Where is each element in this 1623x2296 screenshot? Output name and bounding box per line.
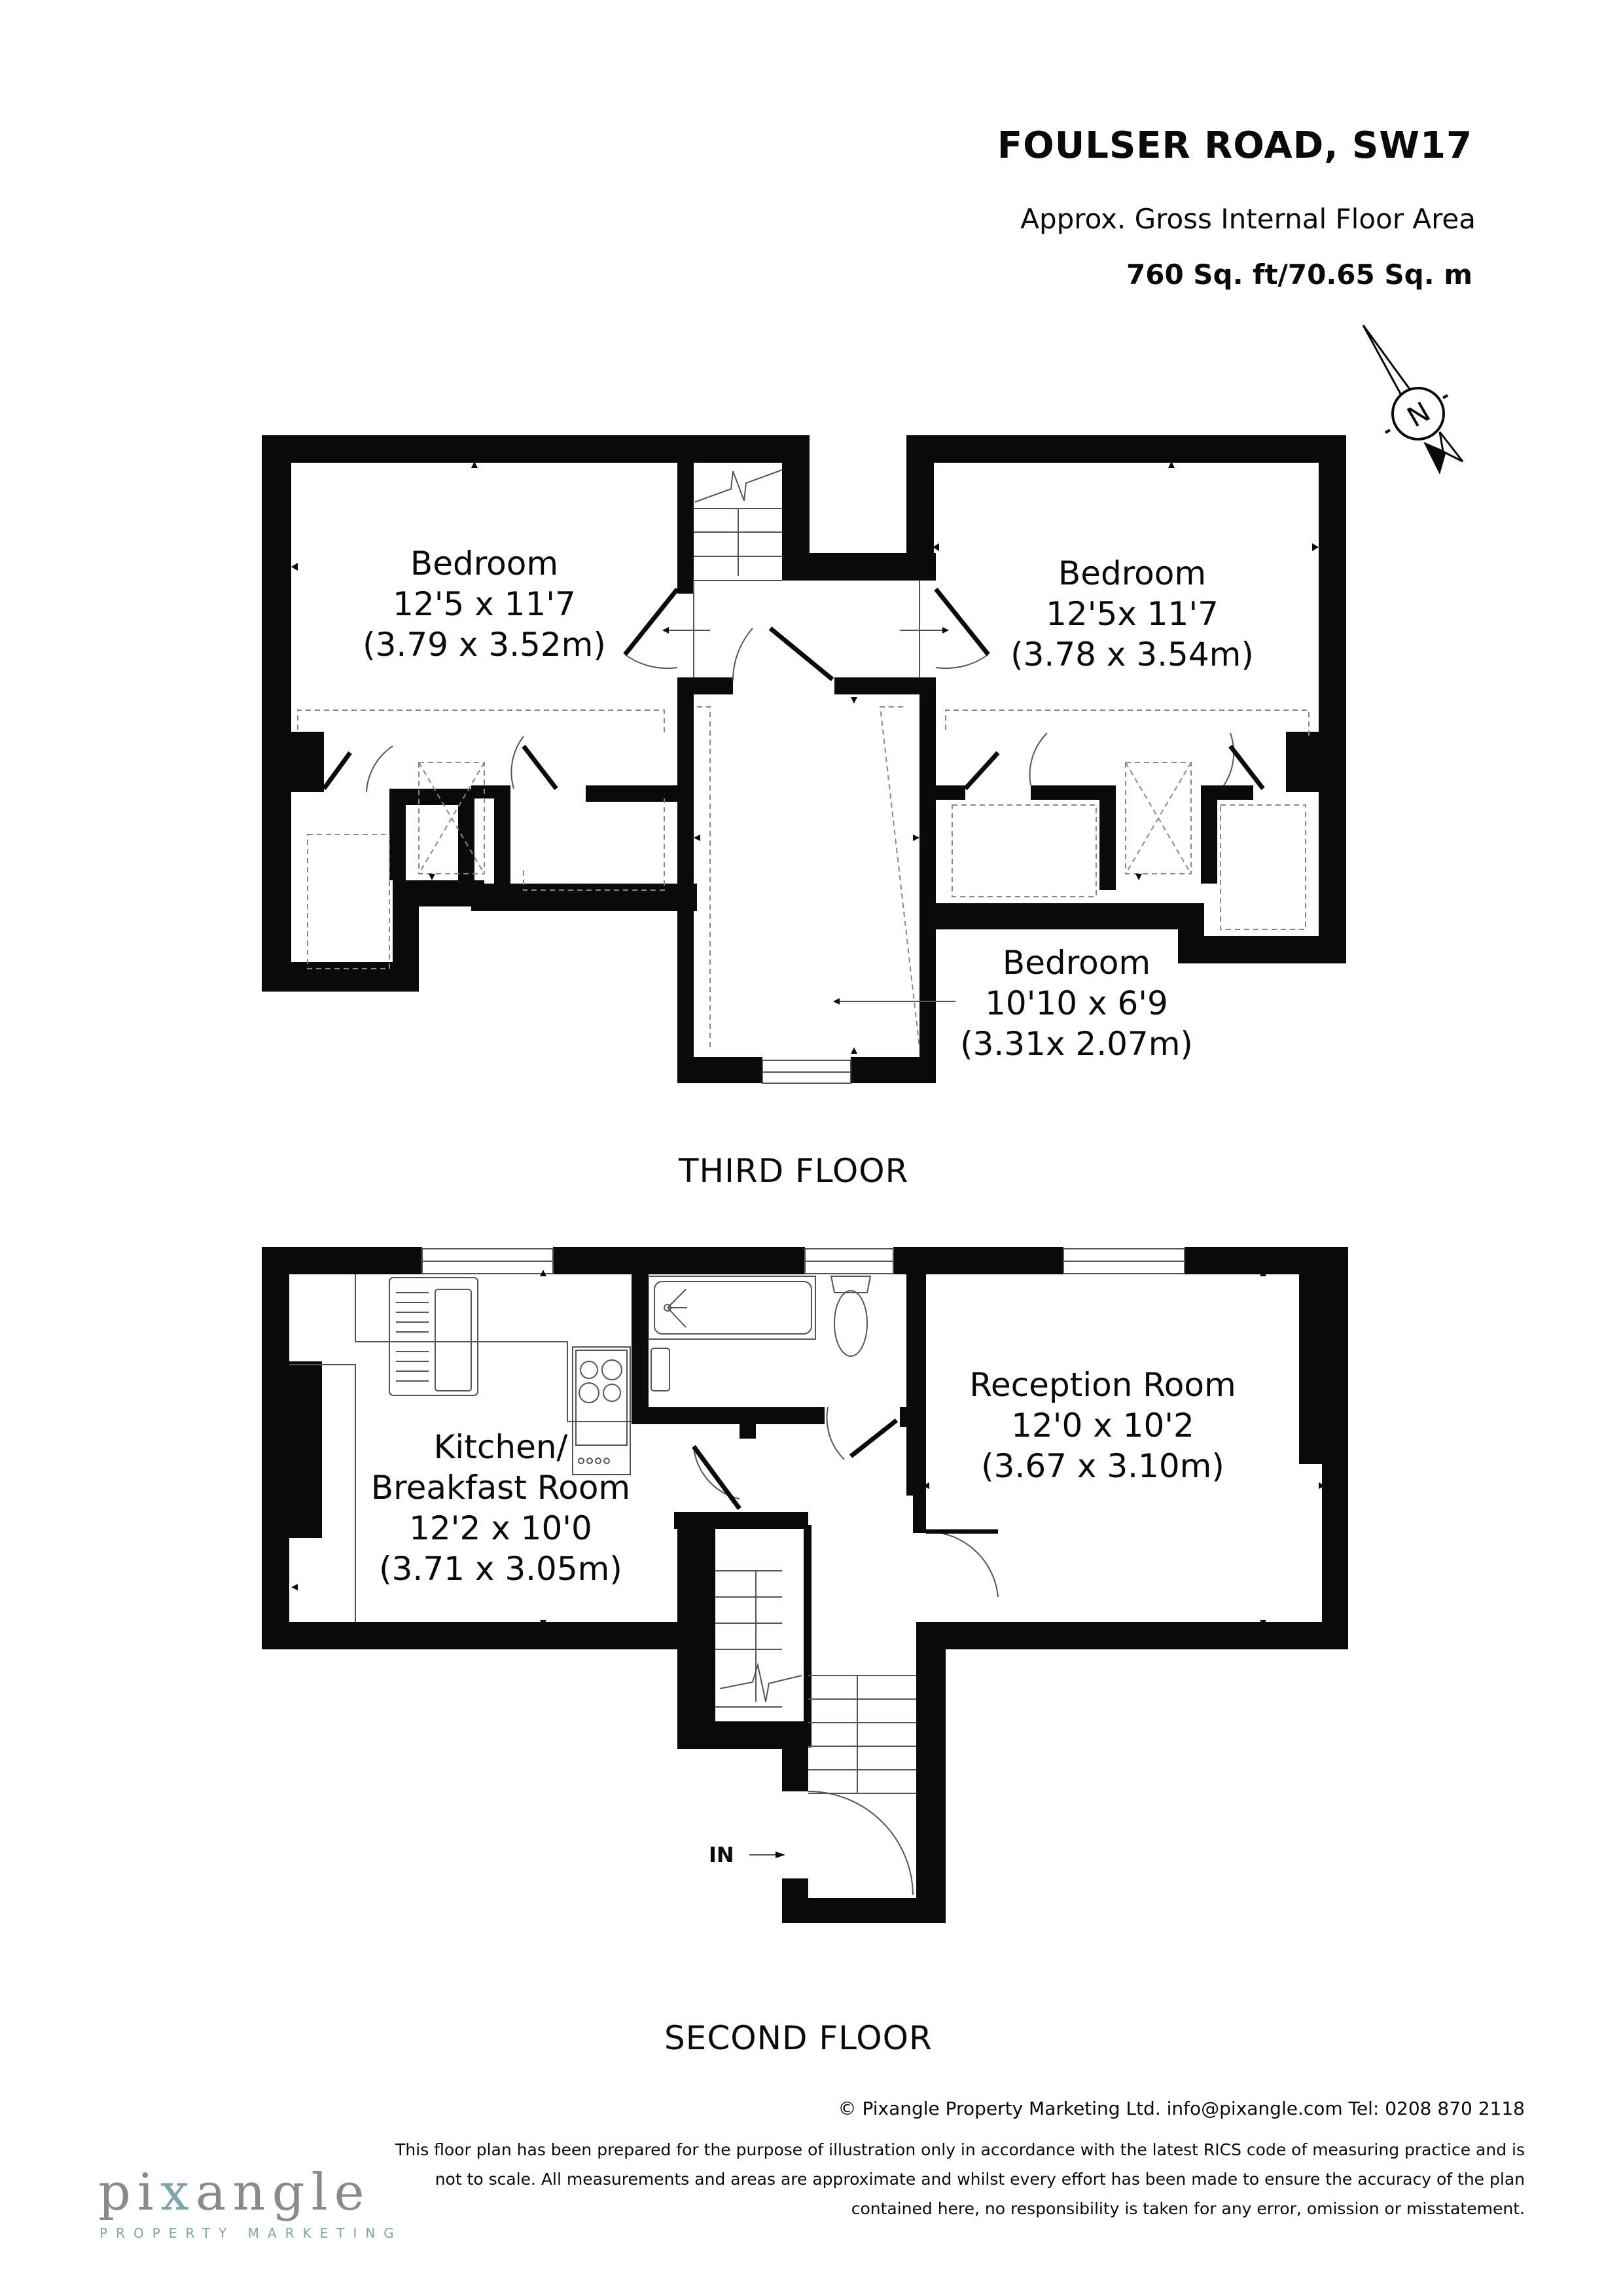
room-label-bedroom-3: Bedroom 10'10 x 6'9 (3.31x 2.07m) <box>952 942 1201 1064</box>
third-floor-plan <box>262 435 1346 1083</box>
room-label-bedroom-1: Bedroom 12'5 x 11'7 (3.79 x 3.52m) <box>353 543 615 665</box>
copyright-notice: © Pixangle Property Marketing Ltd. info@… <box>838 2098 1525 2119</box>
dashed-outlines <box>297 706 1310 1048</box>
second-floor-door-leaves <box>692 1418 998 1534</box>
entrance-label: IN <box>709 1842 734 1867</box>
room-size-metric: (3.31x 2.07m) <box>960 1025 1193 1063</box>
room-label-reception: Reception Room 12'0 x 10'2 (3.67 x 3.10m… <box>955 1365 1250 1486</box>
logo-text-x: x <box>160 2163 196 2222</box>
third-floor-details <box>366 469 1235 1084</box>
logo-text-pre: pi <box>98 2163 160 2222</box>
north-arrow-icon: N <box>1362 325 1464 475</box>
property-title: FOULSER ROAD, SW17 <box>997 124 1472 167</box>
logo-tagline: PROPERTY MARKETING <box>99 2225 402 2241</box>
door-leaves <box>322 587 1265 791</box>
room-size-imperial: 12'0 x 10'2 <box>1011 1407 1194 1444</box>
room-size-imperial: 10'10 x 6'9 <box>985 984 1168 1022</box>
floor-area-caption: Approx. Gross Internal Floor Area <box>1020 203 1476 235</box>
room-size-metric: (3.71 x 3.05m) <box>379 1550 622 1588</box>
room-label-bedroom-2: Bedroom 12'5x 11'7 (3.78 x 3.54m) <box>995 553 1270 675</box>
second-floor-details <box>289 1248 1185 1895</box>
floor-area-value: 760 Sq. ft/70.65 Sq. m <box>1126 259 1472 291</box>
room-name: Bedroom <box>1002 944 1151 982</box>
room-size-imperial: 12'5 x 11'7 <box>393 585 576 623</box>
measurement-arrows <box>291 461 1319 1054</box>
room-name: Kitchen/ <box>433 1428 568 1466</box>
room-label-kitchen: Kitchen/ Breakfast Room 12'2 x 10'0 (3.7… <box>353 1427 648 1589</box>
room-name-line2: Breakfast Room <box>370 1469 631 1507</box>
disclaimer-line: This floor plan has been prepared for th… <box>395 2140 1525 2159</box>
room-name: Reception Room <box>969 1366 1236 1404</box>
room-size-metric: (3.79 x 3.52m) <box>363 626 606 664</box>
room-size-metric: (3.78 x 3.54m) <box>1010 636 1254 673</box>
room-name: Bedroom <box>410 545 559 583</box>
room-size-imperial: 12'5x 11'7 <box>1046 595 1219 633</box>
floor-label-second: SECOND FLOOR <box>664 2019 933 2057</box>
room-size-metric: (3.67 x 3.10m) <box>981 1447 1224 1485</box>
room-size-imperial: 12'2 x 10'0 <box>409 1509 592 1547</box>
pixangle-logo: pixangle <box>98 2163 371 2222</box>
disclaimer-line: contained here, no responsibility is tak… <box>851 2199 1525 2218</box>
disclaimer: This floor plan has been prepared for th… <box>347 2135 1525 2223</box>
second-floor-plan <box>262 1247 1348 1923</box>
second-floor-arrows <box>291 1270 1325 1858</box>
room-name: Bedroom <box>1058 554 1207 592</box>
floor-label-third: THIRD FLOOR <box>679 1152 909 1190</box>
disclaimer-line: not to scale. All measurements and areas… <box>435 2170 1525 2189</box>
logo-text-post: angle <box>195 2163 371 2222</box>
